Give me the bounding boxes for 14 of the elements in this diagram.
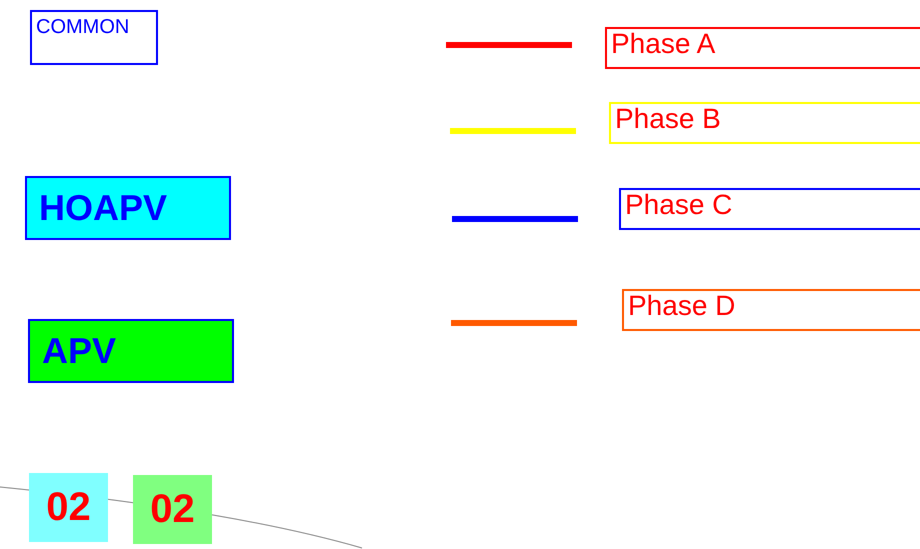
- label-box: [28, 319, 234, 383]
- box-label: HOAPV: [39, 187, 168, 229]
- legend-label: Phase A: [611, 29, 716, 59]
- box-label: COMMON: [36, 16, 130, 39]
- box-label: 02: [46, 485, 91, 530]
- legend-label: Phase B: [615, 104, 721, 134]
- label-box: [133, 475, 212, 544]
- label-box: [30, 10, 158, 65]
- legend-label: Phase D: [628, 291, 736, 321]
- label-box: [25, 176, 231, 240]
- legend-label: Phase C: [625, 190, 732, 220]
- box-label: APV: [42, 330, 116, 372]
- box-label: 02: [150, 487, 195, 532]
- label-box: [29, 473, 108, 542]
